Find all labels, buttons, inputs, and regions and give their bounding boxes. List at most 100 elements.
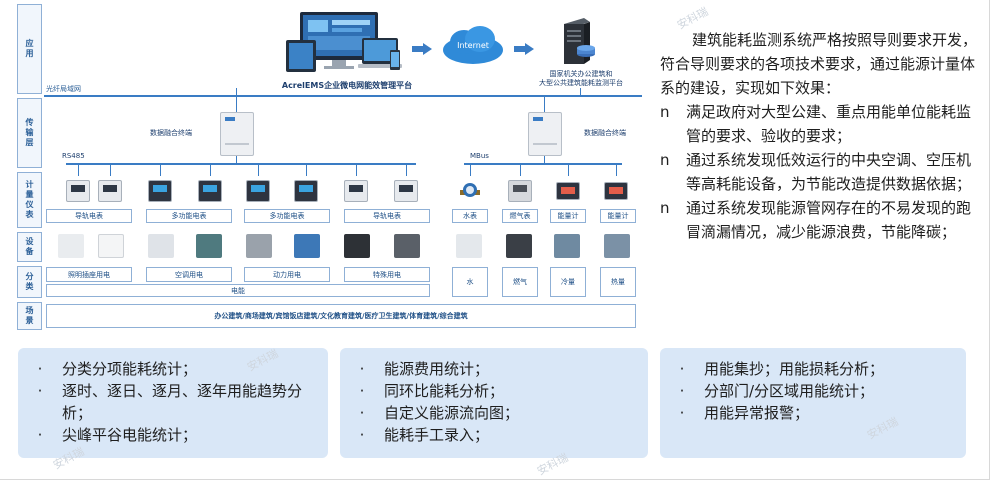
arrow-right-icon [412,40,432,59]
pump-icon [196,234,222,258]
rail-meter-icon [66,180,90,202]
internet-cloud-icon: Internet [440,24,506,66]
server-icon [556,18,598,66]
multifunction-meter-icon [246,180,270,202]
energy-type-label: 燃气 [502,267,538,297]
platform-name: AcrelEMS企业微电网能效管理平台 [281,81,413,90]
cabinet-icon [344,234,370,258]
bullet-marker: n [660,151,670,169]
layer-label-category: 分类 [17,266,42,298]
drop [406,164,407,176]
intro-paragraph: 建筑能耗监测系统严格按照导则要求开发，符合导则要求的各项技术要求，通过能源计量体… [660,31,978,97]
water-meter-icon [458,182,482,202]
terminal-right-label: 数据融合终端 [584,129,626,137]
bullet-marker: n [660,103,670,121]
motor-icon [294,234,320,258]
gas-meter-icon [508,180,532,202]
elevator-icon [246,234,272,258]
rs485-label: RS485 [62,152,85,160]
layer-label-scene: 场景 [17,302,42,330]
lan-line [44,95,642,97]
chiller-icon [554,234,580,258]
rail-meter-icon [98,180,122,202]
terminal-left-icon [220,112,254,156]
category-label: 照明插座用电 [46,267,132,282]
terminal-left-link [236,96,237,114]
feature-item: ·同环比能耗分析； [359,382,505,400]
meter-label: 能量计 [550,209,586,223]
drop [520,164,521,176]
feature-item: ·自定义能源流向图； [359,404,520,422]
mbus-label: MBus [470,152,489,160]
ac-unit-icon [148,234,174,258]
feature-panel-1: ·分类分项能耗统计； ·逐时、逐日、逐月、逐年用能趋势分析； ·尖峰平谷电能统计… [18,348,328,458]
effects-text: 建筑能耗监测系统严格按照导则要求开发，符合导则要求的各项技术要求，通过能源计量体… [660,28,978,244]
platform-link [236,88,237,96]
category-label: 空调用电 [146,267,232,282]
feature-item: ·分类分项能耗统计； [37,360,198,378]
drop [470,164,471,176]
boiler-icon [604,234,630,258]
energy-type-label: 冷量 [550,267,586,297]
bullet-marker: n [660,199,670,217]
lamp-icon [58,234,84,258]
drop [306,164,307,176]
meter-label: 多功能电表 [244,209,330,223]
internet-label: Internet [457,41,489,50]
terminal-left-label: 数据融合终端 [150,129,192,137]
electric-label: 电能 [46,284,430,297]
energy-meter-icon [604,182,628,200]
drop [160,164,161,176]
layer-label-transport: 传输层 [17,98,42,168]
feature-item: ·能耗手工录入； [359,426,490,444]
feature-item: ·用能异常报警； [679,404,810,422]
layer-label-app: 应用 [17,4,42,94]
layer-label-metering: 计量仪表 [17,172,42,228]
drop [110,164,111,176]
meter-label: 导轨电表 [46,209,132,223]
drop [356,164,357,176]
drop [616,164,617,176]
server-rack-icon [394,234,420,258]
scene-label: 办公建筑/商场建筑/宾馆饭店建筑/文化教育建筑/医疗卫生建筑/体育建筑/综合建筑 [46,304,636,328]
energy-meter-icon [556,182,580,200]
rs485-bus [66,163,416,165]
mbus-drop [544,156,545,164]
rs485-drop [236,156,237,164]
category-label: 特殊用电 [344,267,430,282]
layer-label-equipment: 设备 [17,232,42,262]
meter-label: 多功能电表 [146,209,232,223]
meter-label: 导轨电表 [344,209,430,223]
category-label: 动力用电 [244,267,330,282]
terminal-right-icon [528,112,562,156]
drop [568,164,569,176]
multifunction-meter-icon [294,180,318,202]
feature-panel-3: ·用能集抄；用能损耗分析； ·分部门/分区域用能统计； ·用能异常报警； [660,348,966,458]
feature-item: ·用能集抄；用能损耗分析； [679,360,885,378]
socket-icon [98,234,124,258]
feature-item: ·尖峰平谷电能统计； [37,426,198,444]
drop [210,164,211,176]
lan-label: 光纤局域网 [46,85,81,93]
energy-type-label: 热量 [600,267,636,297]
terminal-right-link [544,96,545,114]
meter-label: 燃气表 [502,209,538,223]
rail-meter-icon [394,180,418,202]
mbus-bus [464,163,622,165]
feature-item: ·逐时、逐日、逐月、逐年用能趋势分析； [37,382,303,422]
multifunction-meter-icon [148,180,172,202]
feature-item: ·分部门/分区域用能统计； [679,382,875,400]
feature-panel-2: ·能源费用统计； ·同环比能耗分析； ·自定义能源流向图； ·能耗手工录入； [340,348,648,458]
gas-stove-icon [506,234,532,258]
architecture-diagram: 应用 传输层 计量仪表 设备 分类 场景 AcrelEMS企业微电网能效管理平台 [0,0,660,345]
meter-label: 能量计 [600,209,636,223]
multifunction-meter-icon [198,180,222,202]
faucet-icon [456,234,482,258]
gov-platform-label: 国家机关办公建筑和大型公共建筑能耗监测平台 [539,70,623,87]
drop [258,164,259,176]
meter-label: 水表 [452,209,488,223]
feature-item: ·能源费用统计； [359,360,490,378]
